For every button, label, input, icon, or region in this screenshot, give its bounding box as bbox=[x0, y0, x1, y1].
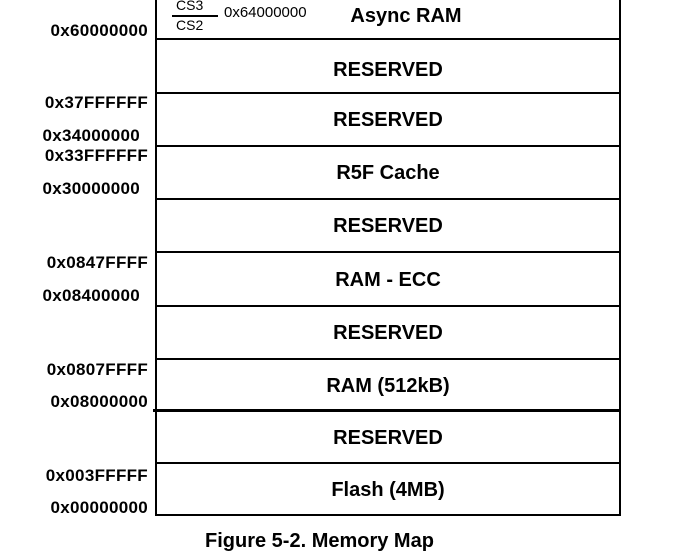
region-ram-ecc: RAM - ECC bbox=[157, 253, 619, 307]
region-divider bbox=[155, 305, 621, 307]
address-label: 0x0847FFFF bbox=[46, 253, 148, 272]
address-label: 0x00000000 bbox=[50, 498, 148, 517]
address-label: 0x33FFFFFF bbox=[44, 146, 148, 165]
address-label: 0x08400000 bbox=[42, 286, 140, 305]
address-label: 0x30000000 bbox=[42, 179, 140, 198]
address-label: 0x37FFFFFF bbox=[44, 93, 148, 112]
address-label: 0x08000000 bbox=[50, 392, 148, 411]
cs-divider-line bbox=[172, 15, 218, 17]
address-label: 0x003FFFFF bbox=[45, 466, 148, 485]
cs-boundary-address: 0x64000000 bbox=[224, 4, 307, 21]
region-label: RAM (512kB) bbox=[326, 374, 450, 397]
address-label: 0x34000000 bbox=[42, 126, 140, 145]
cs3-label: CS3 bbox=[176, 0, 204, 13]
region-flash: Flash (4MB) bbox=[157, 464, 619, 516]
region-label: RESERVED bbox=[333, 426, 443, 449]
region-label: RESERVED bbox=[333, 322, 443, 344]
region-reserved: RESERVED bbox=[157, 38, 619, 94]
address-label: 0x60000000 bbox=[50, 21, 148, 40]
region-divider bbox=[155, 92, 621, 94]
region-label: Async RAM bbox=[350, 4, 462, 27]
region-divider bbox=[155, 358, 621, 360]
region-reserved: RESERVED bbox=[157, 94, 619, 147]
region-reserved: RESERVED bbox=[157, 200, 619, 253]
figure-caption: Figure 5-2. Memory Map bbox=[205, 530, 434, 552]
region-divider bbox=[155, 251, 621, 253]
address-label: 0x0807FFFF bbox=[46, 360, 148, 379]
region-label: R5F Cache bbox=[336, 162, 440, 184]
region-label: RESERVED bbox=[333, 58, 443, 81]
region-async-ram: Async RAM bbox=[157, 0, 619, 38]
region-divider bbox=[153, 409, 620, 412]
region-divider bbox=[155, 462, 621, 464]
memory-map: Async RAM RESERVED RESERVED R5F Cache RE… bbox=[155, 0, 621, 516]
region-label: Flash (4MB) bbox=[331, 478, 445, 501]
region-divider bbox=[155, 38, 621, 40]
region-divider bbox=[155, 145, 621, 147]
region-label: RAM - ECC bbox=[335, 268, 441, 291]
region-label: RESERVED bbox=[333, 109, 443, 131]
region-ram-512kb: RAM (512kB) bbox=[157, 360, 619, 412]
region-divider bbox=[155, 198, 621, 200]
cs2-label: CS2 bbox=[176, 17, 204, 33]
region-reserved: RESERVED bbox=[157, 412, 619, 464]
region-r5f-cache: R5F Cache bbox=[157, 147, 619, 200]
region-label: RESERVED bbox=[333, 215, 443, 237]
region-reserved: RESERVED bbox=[157, 307, 619, 360]
